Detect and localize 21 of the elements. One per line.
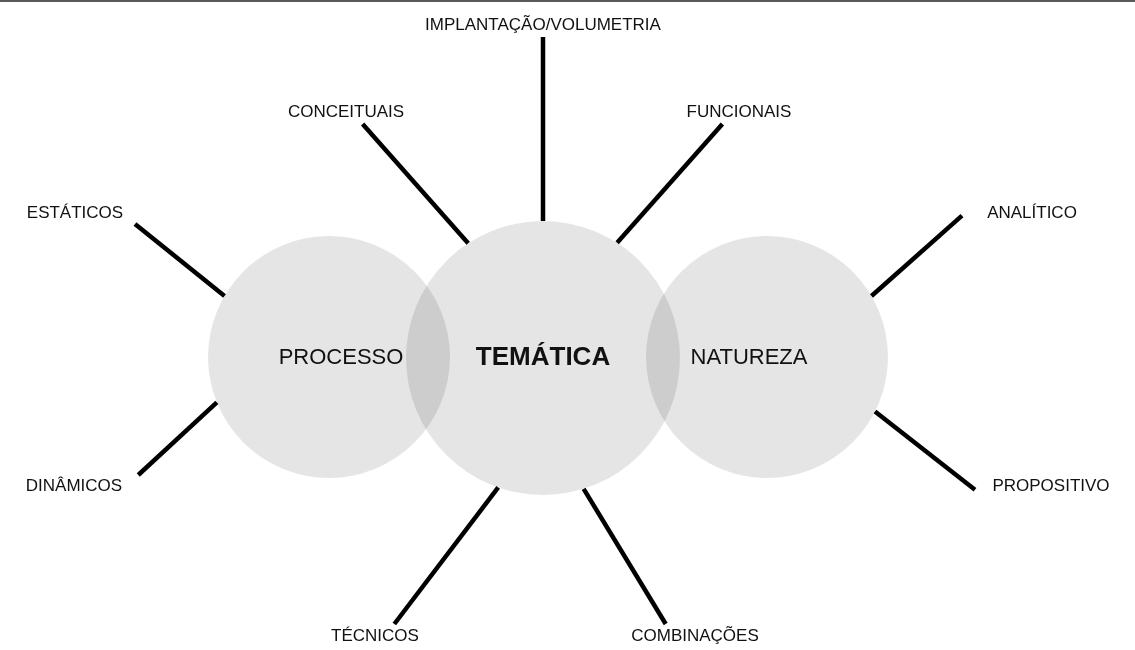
branch-label: ESTÁTICOS	[25, 202, 125, 224]
connector-line	[392, 486, 500, 626]
connector-line	[136, 400, 219, 477]
branch-label: TÉCNICOS	[330, 625, 420, 647]
connector-line	[133, 222, 226, 298]
connector-line	[540, 37, 546, 221]
connector-line	[870, 213, 964, 298]
branch-label: FUNCIONAIS	[685, 101, 793, 123]
connector-line	[873, 409, 977, 492]
branch-label: DINÂMICOS	[24, 475, 124, 497]
branch-label: CONCEITUAIS	[286, 101, 406, 123]
branch-label: IMPLANTAÇÃO/VOLUMETRIA	[424, 14, 662, 36]
circle-label: NATUREZA	[690, 344, 808, 370]
branch-label: ANALÍTICO	[986, 202, 1078, 224]
branch-label: COMBINAÇÕES	[630, 625, 760, 647]
connector-line	[360, 122, 470, 245]
circle-label: PROCESSO	[278, 344, 404, 370]
connector-line	[615, 122, 725, 245]
branch-label: PROPOSITIVO	[991, 475, 1111, 497]
connector-line	[581, 487, 668, 626]
circle-label: TEMÁTICA	[475, 340, 611, 372]
